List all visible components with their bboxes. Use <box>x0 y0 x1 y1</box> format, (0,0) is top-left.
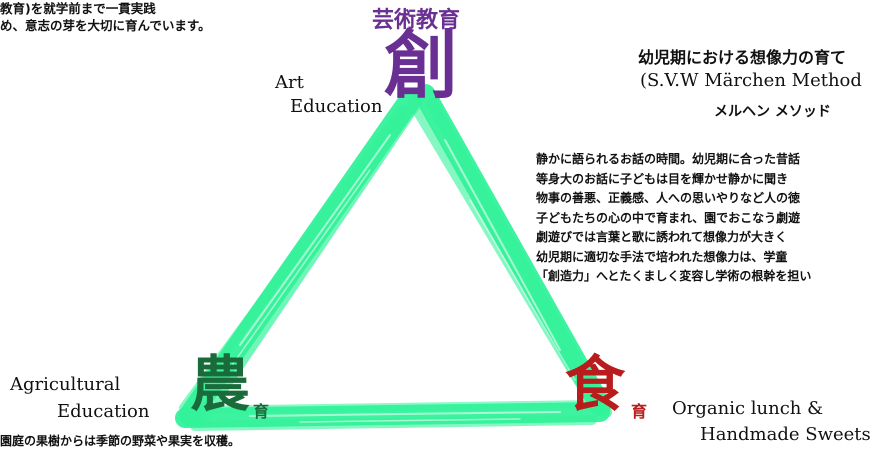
food-kanji: 食 <box>565 350 625 420</box>
method-subtitle: (S.V.W Märchen Method <box>640 70 862 91</box>
art-education-label-jp: 芸術教育 <box>372 8 461 33</box>
art-education-en-line-1: Art <box>275 72 304 93</box>
art-kanji: 創 <box>384 23 458 109</box>
agri-description: 園庭の果樹からは季節の野菜や果実を収穫。 <box>0 434 241 448</box>
intro-line-2: め、意志の芽を大切に育んでいます。 <box>0 18 211 33</box>
method-description-line: 等身大のお話に子どもは目を輝かせ静かに聞き <box>536 171 789 186</box>
method-description-line: 静かに語られるお話の時間。幼児期に合った昔話 <box>536 152 801 166</box>
method-description-line: 「創造力」へとたくましく変容し学術の根幹を担い <box>536 269 812 283</box>
intro-line-1: 教育)を就学前まで一貫実践 <box>0 1 156 16</box>
method-description-line: 幼児期に適切な手法で培われた想像力は、学童 <box>536 249 788 264</box>
art-education-en-line-2: Education <box>290 96 383 117</box>
method-kana: メルヘン メソッド <box>714 104 831 120</box>
agri-kanji: 農 <box>190 350 250 420</box>
food-en-line-2: Handmade Sweets <box>700 424 871 445</box>
agri-iku: 育 <box>253 402 270 421</box>
intro-text: 教育)を就学前まで一貫実践 め、意志の芽を大切に育んでいます。 <box>0 0 211 34</box>
method-description: 静かに語られるお話の時間。幼児期に合った昔話 等身大のお話に子どもは目を輝かせ静… <box>536 150 811 287</box>
method-title: 幼児期における想像力の育て <box>638 48 847 67</box>
agri-education-en-line-1: Agricultural <box>10 374 121 395</box>
method-description-line: 物事の善悪、正義感、人への思いやりなど人の徳 <box>536 191 801 205</box>
method-description-line: 劇遊びでは言葉と歌に誘われて想像力が大きく <box>536 230 788 244</box>
food-iku: 育 <box>631 402 648 421</box>
agri-education-en-line-2: Education <box>57 401 150 422</box>
food-en-line-1: Organic lunch & <box>672 398 824 419</box>
method-description-line: 子どもたちの心の中で育まれ、園でおこなう劇遊 <box>536 210 801 225</box>
